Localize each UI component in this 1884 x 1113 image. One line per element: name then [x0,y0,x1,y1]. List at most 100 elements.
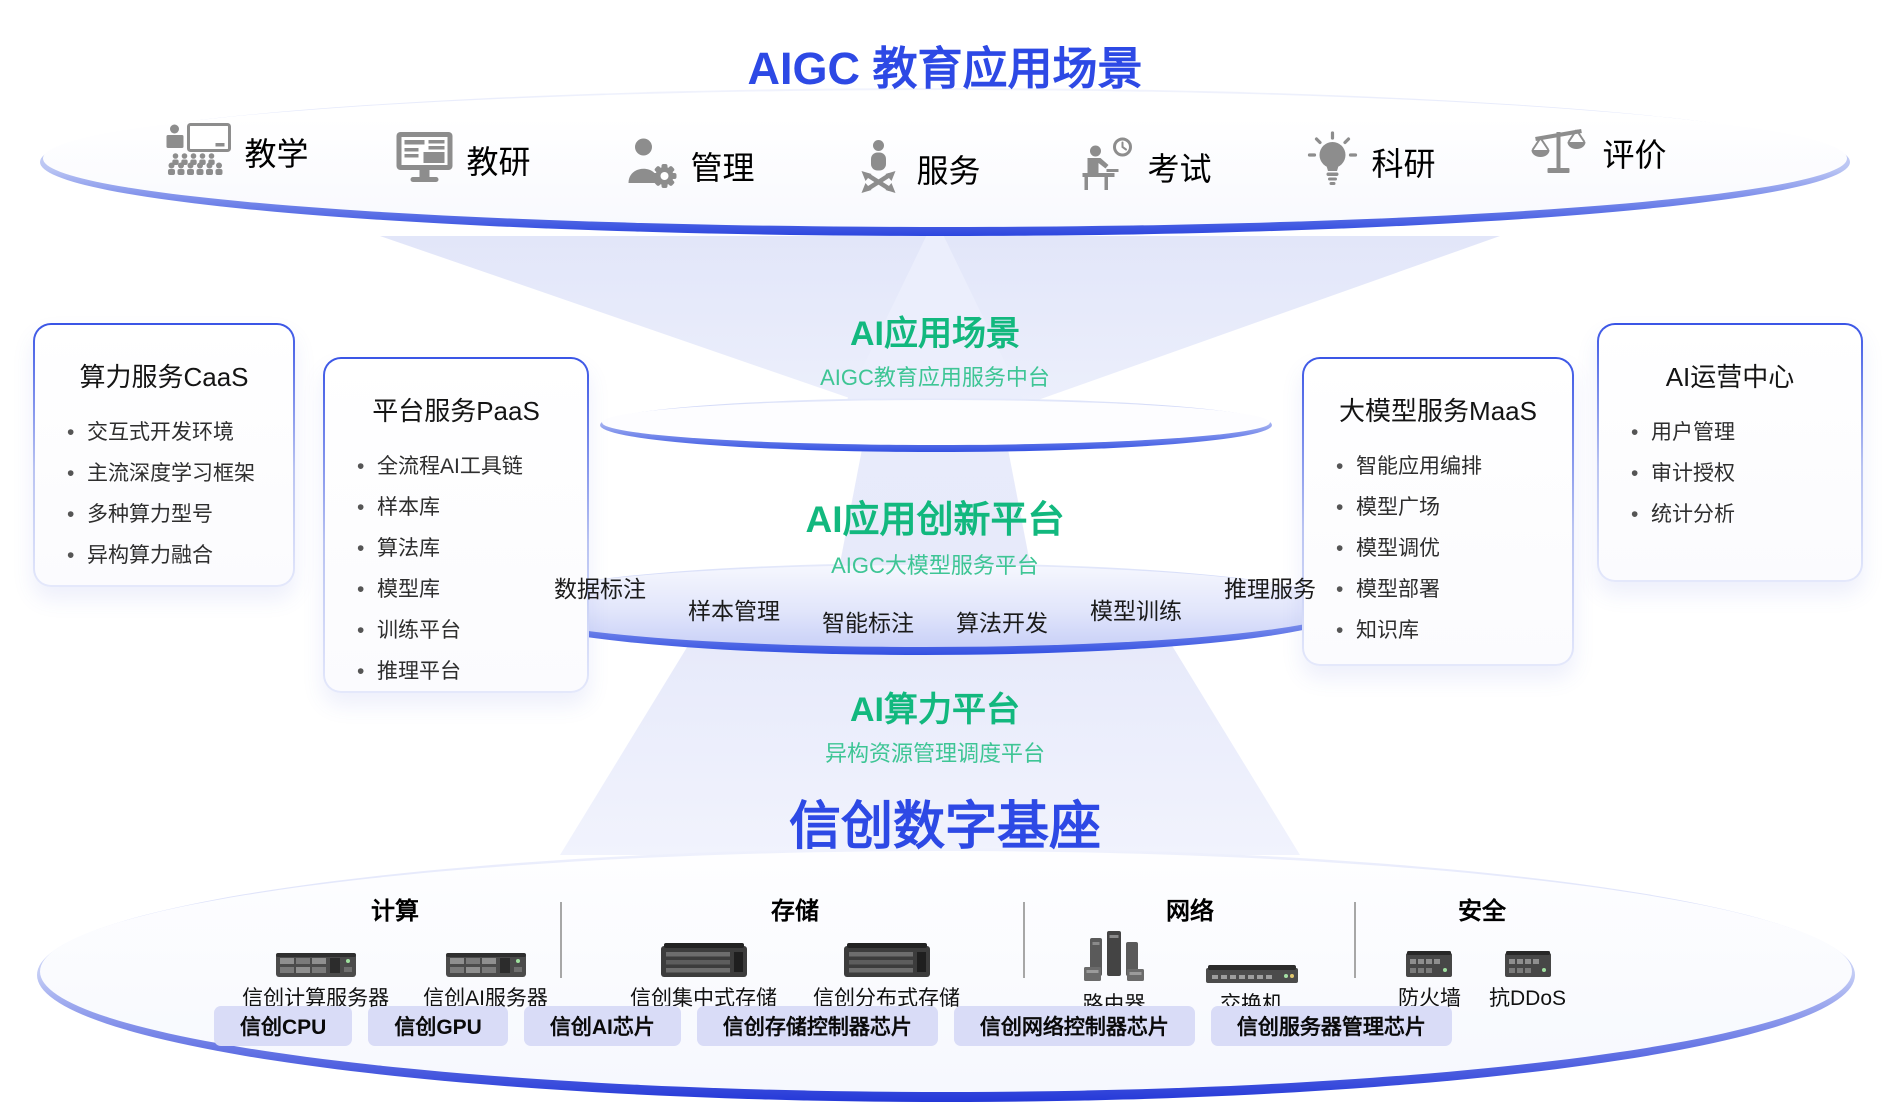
box-item: 用户管理 [1631,420,1851,445]
classroom-icon [163,123,231,180]
box-item: 模型调优 [1336,536,1562,561]
scenario-item-management: 管理 [625,137,755,194]
storage-icon [660,929,747,977]
hardware-divider [560,902,562,978]
box-maas: 大模型服务MaaS 智能应用编排 模型广场 模型调优 模型部署 知识库 [1302,357,1574,666]
scenario-label: 评价 [1602,136,1667,173]
exam-clock-icon [1076,137,1134,196]
scenario-item-service: 服务 [853,139,981,198]
scales-icon [1527,123,1589,182]
box-ai-operation-center: AI运营中心 用户管理 审计授权 统计分析 [1597,323,1863,582]
box-item: 样本库 [357,495,577,520]
scenario-item-science: 科研 [1306,131,1436,192]
layer-ai-application-scenario: AI应用场景 AIGC教育应用服务中台 [820,306,1050,392]
hardware-device-row: 路由器 交换机 [1083,929,1298,1018]
hardware-group-title: 计算 [371,898,419,925]
layer-subtitle: 异构资源管理调度平台 [824,741,1046,766]
chip: 信创CPU [214,1006,353,1046]
monitor-icon [395,131,453,188]
scenario-item-research: 教研 [395,131,531,188]
box-item-list: 用户管理 审计授权 统计分析 [1599,420,1861,527]
box-title: 平台服务PaaS [372,396,540,426]
box-item: 全流程AI工具链 [357,454,577,479]
box-item: 多种算力型号 [67,502,283,527]
box-item: 审计授权 [1631,461,1851,486]
box-item: 模型广场 [1336,495,1562,520]
scenario-label: 考试 [1147,150,1212,187]
scenario-label: 管理 [690,149,755,186]
capability-label: 模型训练 [1090,598,1182,624]
hardware-divider [1023,902,1025,978]
hardware-device: 防火墙 [1398,929,1461,1012]
hardware-device-row: 信创集中式存储 信创分布式存储 [630,929,960,1012]
box-item: 交互式开发环境 [67,420,283,445]
layer-ai-innovation-platform: AI应用创新平台 AIGC大模型服务平台 [806,489,1065,580]
layer-title: AI应用场景 [849,315,1020,353]
box-title: AI运营中心 [1665,362,1795,392]
box-item: 模型库 [357,577,577,602]
hardware-device: 信创集中式存储 [630,929,777,1012]
router-icon [1083,929,1145,983]
chip-row: 信创CPU 信创GPU 信创AI芯片 信创存储控制器芯片 信创网络控制器芯片 信… [214,1006,1452,1046]
box-title: 算力服务CaaS [79,362,249,392]
box-paas: 平台服务PaaS 全流程AI工具链 样本库 算法库 模型库 训练平台 推理平台 [323,357,589,693]
person-arrows-icon [853,139,903,198]
box-item-list: 交互式开发环境 主流深度学习框架 多种算力型号 异构算力融合 [35,420,293,568]
server-icon [445,929,526,977]
scenario-label: 科研 [1371,145,1436,182]
chip: 信创服务器管理芯片 [1210,1006,1452,1046]
capability-ellipse-fill [500,565,1348,647]
layer-title: AI算力平台 [849,691,1020,729]
layer-subtitle: AIGC教育应用服务中台 [820,365,1050,390]
hardware-device: 信创计算服务器 [242,929,389,1012]
scenario-item-teaching: 教学 [163,123,309,180]
hardware-device-row: 信创计算服务器 信创AI服务器 [242,929,548,1012]
hardware-divider [1354,902,1356,978]
scenario-label: 教学 [244,135,309,172]
scenario-item-exam: 考试 [1076,137,1212,196]
hardware-device-label: 信创分布式存储 [813,987,960,1010]
hardware-device-label: 信创计算服务器 [242,987,390,1010]
server-icon [275,929,356,977]
layer-title: AI应用创新平台 [805,499,1065,540]
box-caas: 算力服务CaaS 交互式开发环境 主流深度学习框架 多种算力型号 异构算力融合 [33,323,295,587]
funnel-lower [560,625,1300,855]
hardware-group-security: 安全 防火墙 抗DDoS [1362,891,1602,1012]
capability-label: 推理服务 [1224,576,1316,602]
hardware-group-network: 网络 路由器 交换机 [1035,891,1345,1018]
hardware-device-label: 防火墙 [1397,987,1461,1010]
hardware-device: 信创AI服务器 [423,929,548,1012]
box-item-list: 智能应用编排 模型广场 模型调优 模型部署 知识库 [1304,454,1572,643]
box-title: 大模型服务MaaS [1339,396,1537,426]
hardware-device: 抗DDoS [1489,929,1566,1012]
storage-icon [843,929,930,977]
chip: 信创AI芯片 [523,1006,681,1046]
box-item: 训练平台 [357,618,577,643]
chip: 信创网络控制器芯片 [953,1006,1195,1046]
middle-ellipse-fill [602,400,1270,445]
layer-subtitle: AIGC大模型服务平台 [831,553,1039,578]
hardware-device: 路由器 [1083,929,1146,1018]
top-scenarios-ellipse-fill [43,90,1847,227]
hardware-group-compute: 计算 信创计算服务器 信创AI服务器 [230,891,560,1012]
capability-label: 算法开发 [956,610,1048,636]
capability-label: 智能标注 [822,610,914,636]
box-item-list: 全流程AI工具链 样本库 算法库 模型库 训练平台 推理平台 [325,454,587,684]
box-item: 算法库 [357,536,577,561]
box-item: 模型部署 [1336,577,1562,602]
scenario-label: 教研 [466,143,531,180]
appliance-icon [1406,929,1453,977]
hardware-device: 信创分布式存储 [813,929,960,1012]
hardware-group-title: 安全 [1458,898,1506,925]
layer-ai-computing-platform: AI算力平台 异构资源管理调度平台 [825,682,1045,768]
hardware-device-label: 信创AI服务器 [423,987,548,1010]
hardware-group-storage: 存储 信创集中式存储 信创分布式存储 [585,891,1005,1012]
chip: 信创存储控制器芯片 [696,1006,938,1046]
person-gear-icon [625,137,677,194]
hardware-group-title: 网络 [1166,898,1214,925]
chip: 信创GPU [368,1006,508,1046]
appliance-icon [1504,929,1551,977]
capability-label: 样本管理 [688,598,780,624]
scenario-label: 服务 [916,152,981,189]
